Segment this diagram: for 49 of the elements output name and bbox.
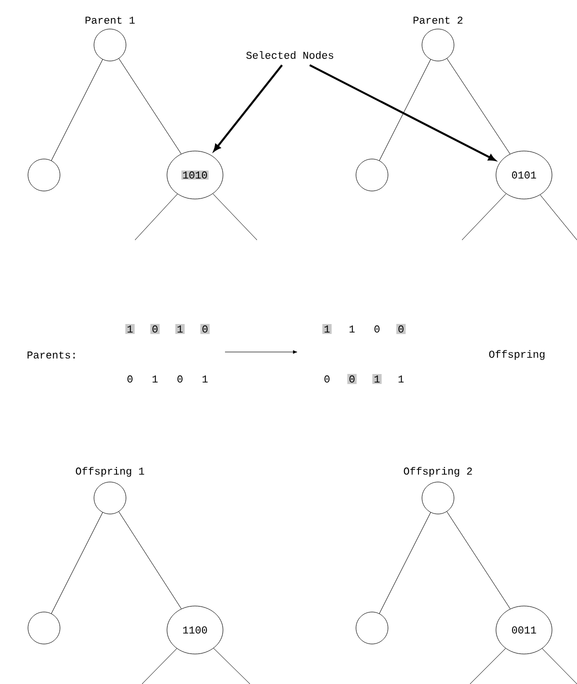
tree-branch-line: [118, 58, 182, 154]
bit-digit: 0: [128, 375, 132, 383]
row-label: Offspring: [489, 350, 544, 360]
tree-branch-line: [446, 511, 510, 610]
tree-branch-line: [379, 59, 431, 161]
row-label: Parents:: [28, 351, 75, 359]
bit-digit: 0: [347, 374, 357, 384]
arrow: [214, 64, 283, 152]
arrow: [309, 64, 496, 161]
tree-branch-line: [462, 194, 506, 240]
tree-title: Offspring 2: [404, 466, 472, 477]
bit-digit: 1: [202, 376, 208, 382]
tree-branch-line: [540, 194, 577, 240]
annotation-text: Selected Nodes: [246, 51, 334, 59]
bit-digit: 0: [150, 324, 160, 334]
bit-digit: 0: [396, 324, 406, 334]
tree-branch-line: [213, 648, 250, 684]
tree-node-circle: [94, 28, 126, 62]
tree-branch-line: [51, 512, 103, 614]
tree-branch-line: [51, 59, 103, 161]
tree-title: Offspring 1: [76, 466, 144, 477]
tree-node-circle: [356, 612, 388, 644]
bit-digit: 1: [322, 324, 332, 334]
tree-branch-line: [470, 648, 506, 684]
tree-node-circle: [422, 28, 454, 62]
tree-node-circle: [422, 482, 454, 514]
tree-branch-line: [134, 194, 178, 240]
bit-digit: 0: [178, 375, 182, 383]
tree-node-circle: [28, 158, 60, 192]
tree-branch-line: [446, 58, 510, 154]
tree-branch-line: [379, 512, 431, 614]
tree-branch-line: [542, 648, 577, 684]
bit-digit: 0: [200, 324, 210, 334]
bit-digit: 0: [324, 375, 330, 383]
bit-digit: 1: [372, 374, 382, 384]
bit-digit: 1: [152, 376, 158, 382]
tree-branch-line: [118, 511, 182, 610]
bit-digit: 0: [374, 325, 380, 333]
tree-branch-line: [212, 194, 258, 240]
tree-title: Parent 2: [414, 16, 462, 24]
tree-title: Parent 1: [86, 16, 135, 24]
tree-node-circle: [94, 482, 126, 514]
tree-branch-line: [142, 648, 178, 684]
tree-node-circle: [28, 612, 60, 644]
bit-digit: 1: [350, 326, 355, 332]
bit-digit: 1: [175, 324, 185, 334]
bit-digit: 1: [398, 376, 404, 382]
bit-digit: 1: [125, 324, 135, 334]
tree-node-circle: [356, 158, 388, 192]
